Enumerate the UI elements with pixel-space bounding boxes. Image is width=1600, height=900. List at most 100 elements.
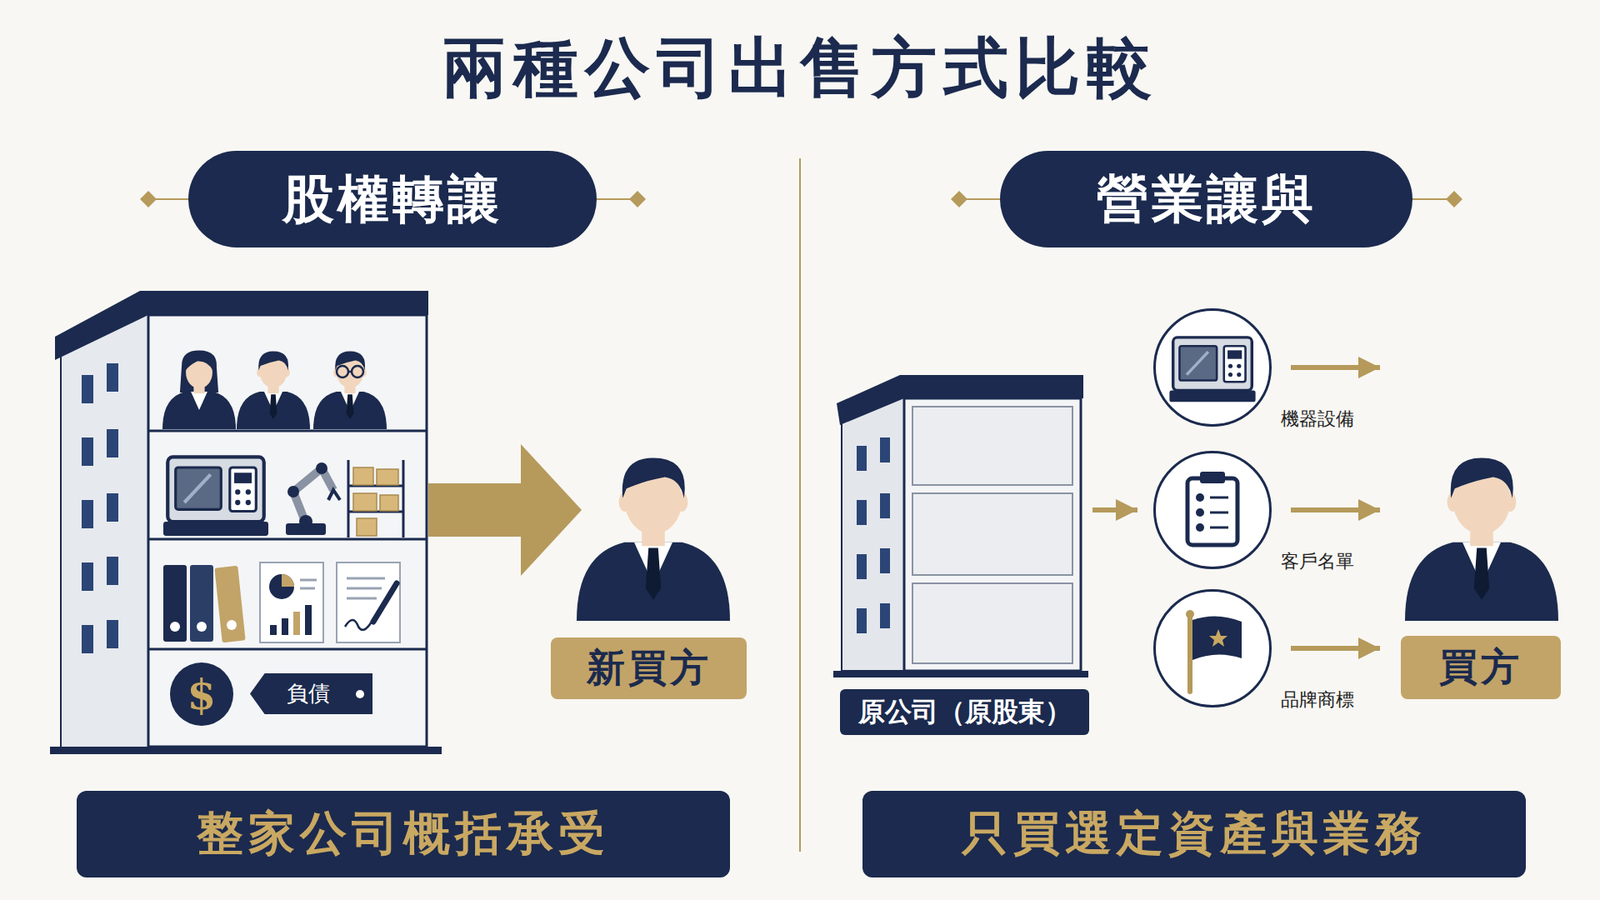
label-text: 原公司（原股東） <box>858 694 1072 731</box>
asset-icons-part <box>1185 610 1195 619</box>
flow-arrow <box>1092 507 1138 513</box>
company-building-part-part <box>348 370 352 374</box>
company-building-part <box>60 296 149 749</box>
company-building-part <box>148 430 427 650</box>
pill-decoration-part <box>1445 190 1463 208</box>
company-building-part-part <box>148 648 427 651</box>
flow-arrow <box>1290 507 1380 513</box>
company-building-part-part <box>281 618 289 635</box>
company-building-part <box>81 363 119 654</box>
company-building-part-part <box>190 565 214 642</box>
company-building-part-part <box>81 437 94 466</box>
company-building-part-part <box>269 574 295 600</box>
original-company-building-part <box>833 670 1089 678</box>
label-text: 負債 <box>286 679 330 709</box>
company-building-part <box>50 746 442 755</box>
company-building-part <box>162 350 236 430</box>
company-building-part-part <box>281 574 295 587</box>
company-building-part-part <box>293 611 300 635</box>
company-building-part-part <box>373 583 397 622</box>
liability-tag: 負債 <box>250 673 373 715</box>
company-building-part-part <box>81 500 94 529</box>
company-building-part-part <box>170 621 180 632</box>
asset-circle: 品牌商標 <box>1153 589 1272 708</box>
asset-icons-part <box>1209 629 1228 647</box>
original-company-building-part-part <box>856 608 867 634</box>
label-text: 兩種公司出售方式比較 <box>441 31 1159 104</box>
company-building-part-part <box>351 365 364 378</box>
company-building-part-part <box>106 493 119 522</box>
label-box: 新買方 <box>550 637 747 700</box>
company-building-part <box>336 365 364 378</box>
company-building-part-part <box>376 469 399 485</box>
label-text: 營業讓與 <box>1096 164 1317 235</box>
company-building-part-part <box>328 490 340 500</box>
company-building-part-part <box>106 363 119 392</box>
company-building-part-part <box>336 365 349 378</box>
pill-decoration-part <box>950 190 968 208</box>
asset-icons-part <box>1154 590 1271 707</box>
original-company-building-part-part <box>880 603 890 629</box>
original-company-building-part-part <box>856 500 867 525</box>
original-company-building-part <box>912 493 1073 575</box>
flow-arrow <box>1290 365 1380 370</box>
asset-icons-part <box>1195 508 1205 517</box>
company-building-part-part <box>380 495 399 511</box>
company-building-part-part <box>353 493 377 511</box>
label-box: 原公司（原股東） <box>840 689 1090 735</box>
company-building-part-part <box>345 620 372 630</box>
company-building-part-part <box>81 625 94 654</box>
company-building-part <box>313 351 387 430</box>
transfer-arrow <box>428 444 582 576</box>
company-building-part-part <box>148 538 427 541</box>
original-company-building-part-part <box>856 445 867 471</box>
company-building-part-part <box>336 562 400 643</box>
party-figure: 新買方 <box>550 433 747 700</box>
label-box: 買方 <box>1400 635 1561 700</box>
company-building-part-part <box>300 579 317 582</box>
original-company-building-part <box>912 583 1073 664</box>
buyer-figure <box>576 458 730 622</box>
company-building-part-part <box>226 620 237 630</box>
company-building-part-part <box>353 467 374 485</box>
asset-icons-part <box>1187 616 1193 692</box>
tag-hole <box>355 690 365 699</box>
original-company-building-part <box>912 406 1073 485</box>
summary-band: 整家公司概括承受 <box>76 790 730 878</box>
company-building-part-part <box>315 462 328 475</box>
company-building-part <box>348 460 404 538</box>
company-building-part-part <box>299 515 313 529</box>
company-building-part-part <box>214 565 245 643</box>
company-building-part-part <box>270 625 277 635</box>
company-building-part-part <box>346 597 377 600</box>
asset-icons-part <box>1195 493 1205 502</box>
asset-icons-part <box>1195 523 1205 532</box>
original-company-building-part <box>904 398 1081 671</box>
asset-icons-part <box>1210 526 1229 530</box>
original-company-building-part-part <box>856 554 867 580</box>
label-text: 整家公司概括承受 <box>196 802 610 866</box>
company-building-part-part <box>106 620 119 649</box>
party-figure: 原公司（原股東） <box>840 375 1090 735</box>
original-company-building <box>833 375 1089 678</box>
label-text: 品牌商標 <box>1280 687 1355 713</box>
company-building-part-part <box>106 429 119 458</box>
company-building-part-part <box>106 556 119 585</box>
asset-icons-part <box>1187 478 1238 545</box>
company-building-part-part <box>81 562 94 591</box>
diagram-title: 兩種公司出售方式比較 <box>0 31 1600 104</box>
party-figure: 買方 <box>1383 350 1567 700</box>
original-company-building-part <box>856 437 890 634</box>
label-text: 機器設備 <box>1280 406 1355 432</box>
company-building-part-part <box>305 605 312 635</box>
company-building-part-part <box>287 485 300 498</box>
company-building-part-part <box>260 562 324 643</box>
company-building-part <box>285 462 340 535</box>
cash-coin: $ <box>170 662 234 726</box>
asset-circle: 客戶名單 <box>1153 450 1272 570</box>
pill-decoration-part <box>629 190 646 208</box>
pill-decoration-part <box>140 190 157 208</box>
label-text: 只買選定資產與業務 <box>961 802 1427 866</box>
